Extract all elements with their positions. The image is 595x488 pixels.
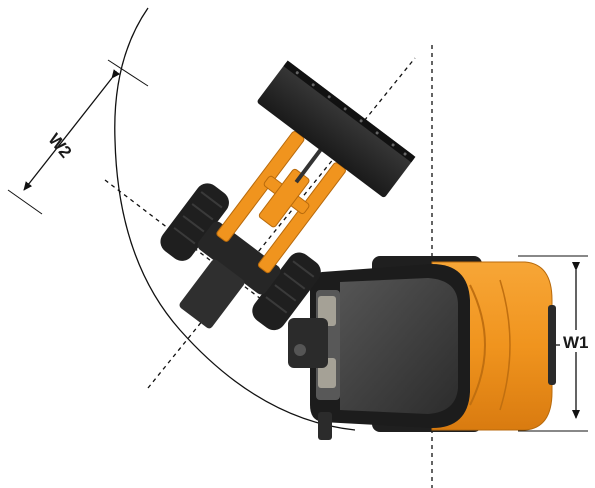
w1-label: W1 (563, 333, 589, 352)
front-frame (160, 60, 416, 331)
bucket (257, 60, 416, 198)
operator-cab (310, 264, 470, 428)
w2-dimension: W2 (7, 59, 149, 215)
w1-dimension: W1 (518, 255, 593, 432)
front-axis-diagonal-line (147, 57, 416, 389)
front-wheels (160, 183, 321, 331)
articulation-joint (288, 318, 332, 440)
w2-label: W2 (44, 130, 75, 162)
loader-arms (216, 131, 346, 274)
